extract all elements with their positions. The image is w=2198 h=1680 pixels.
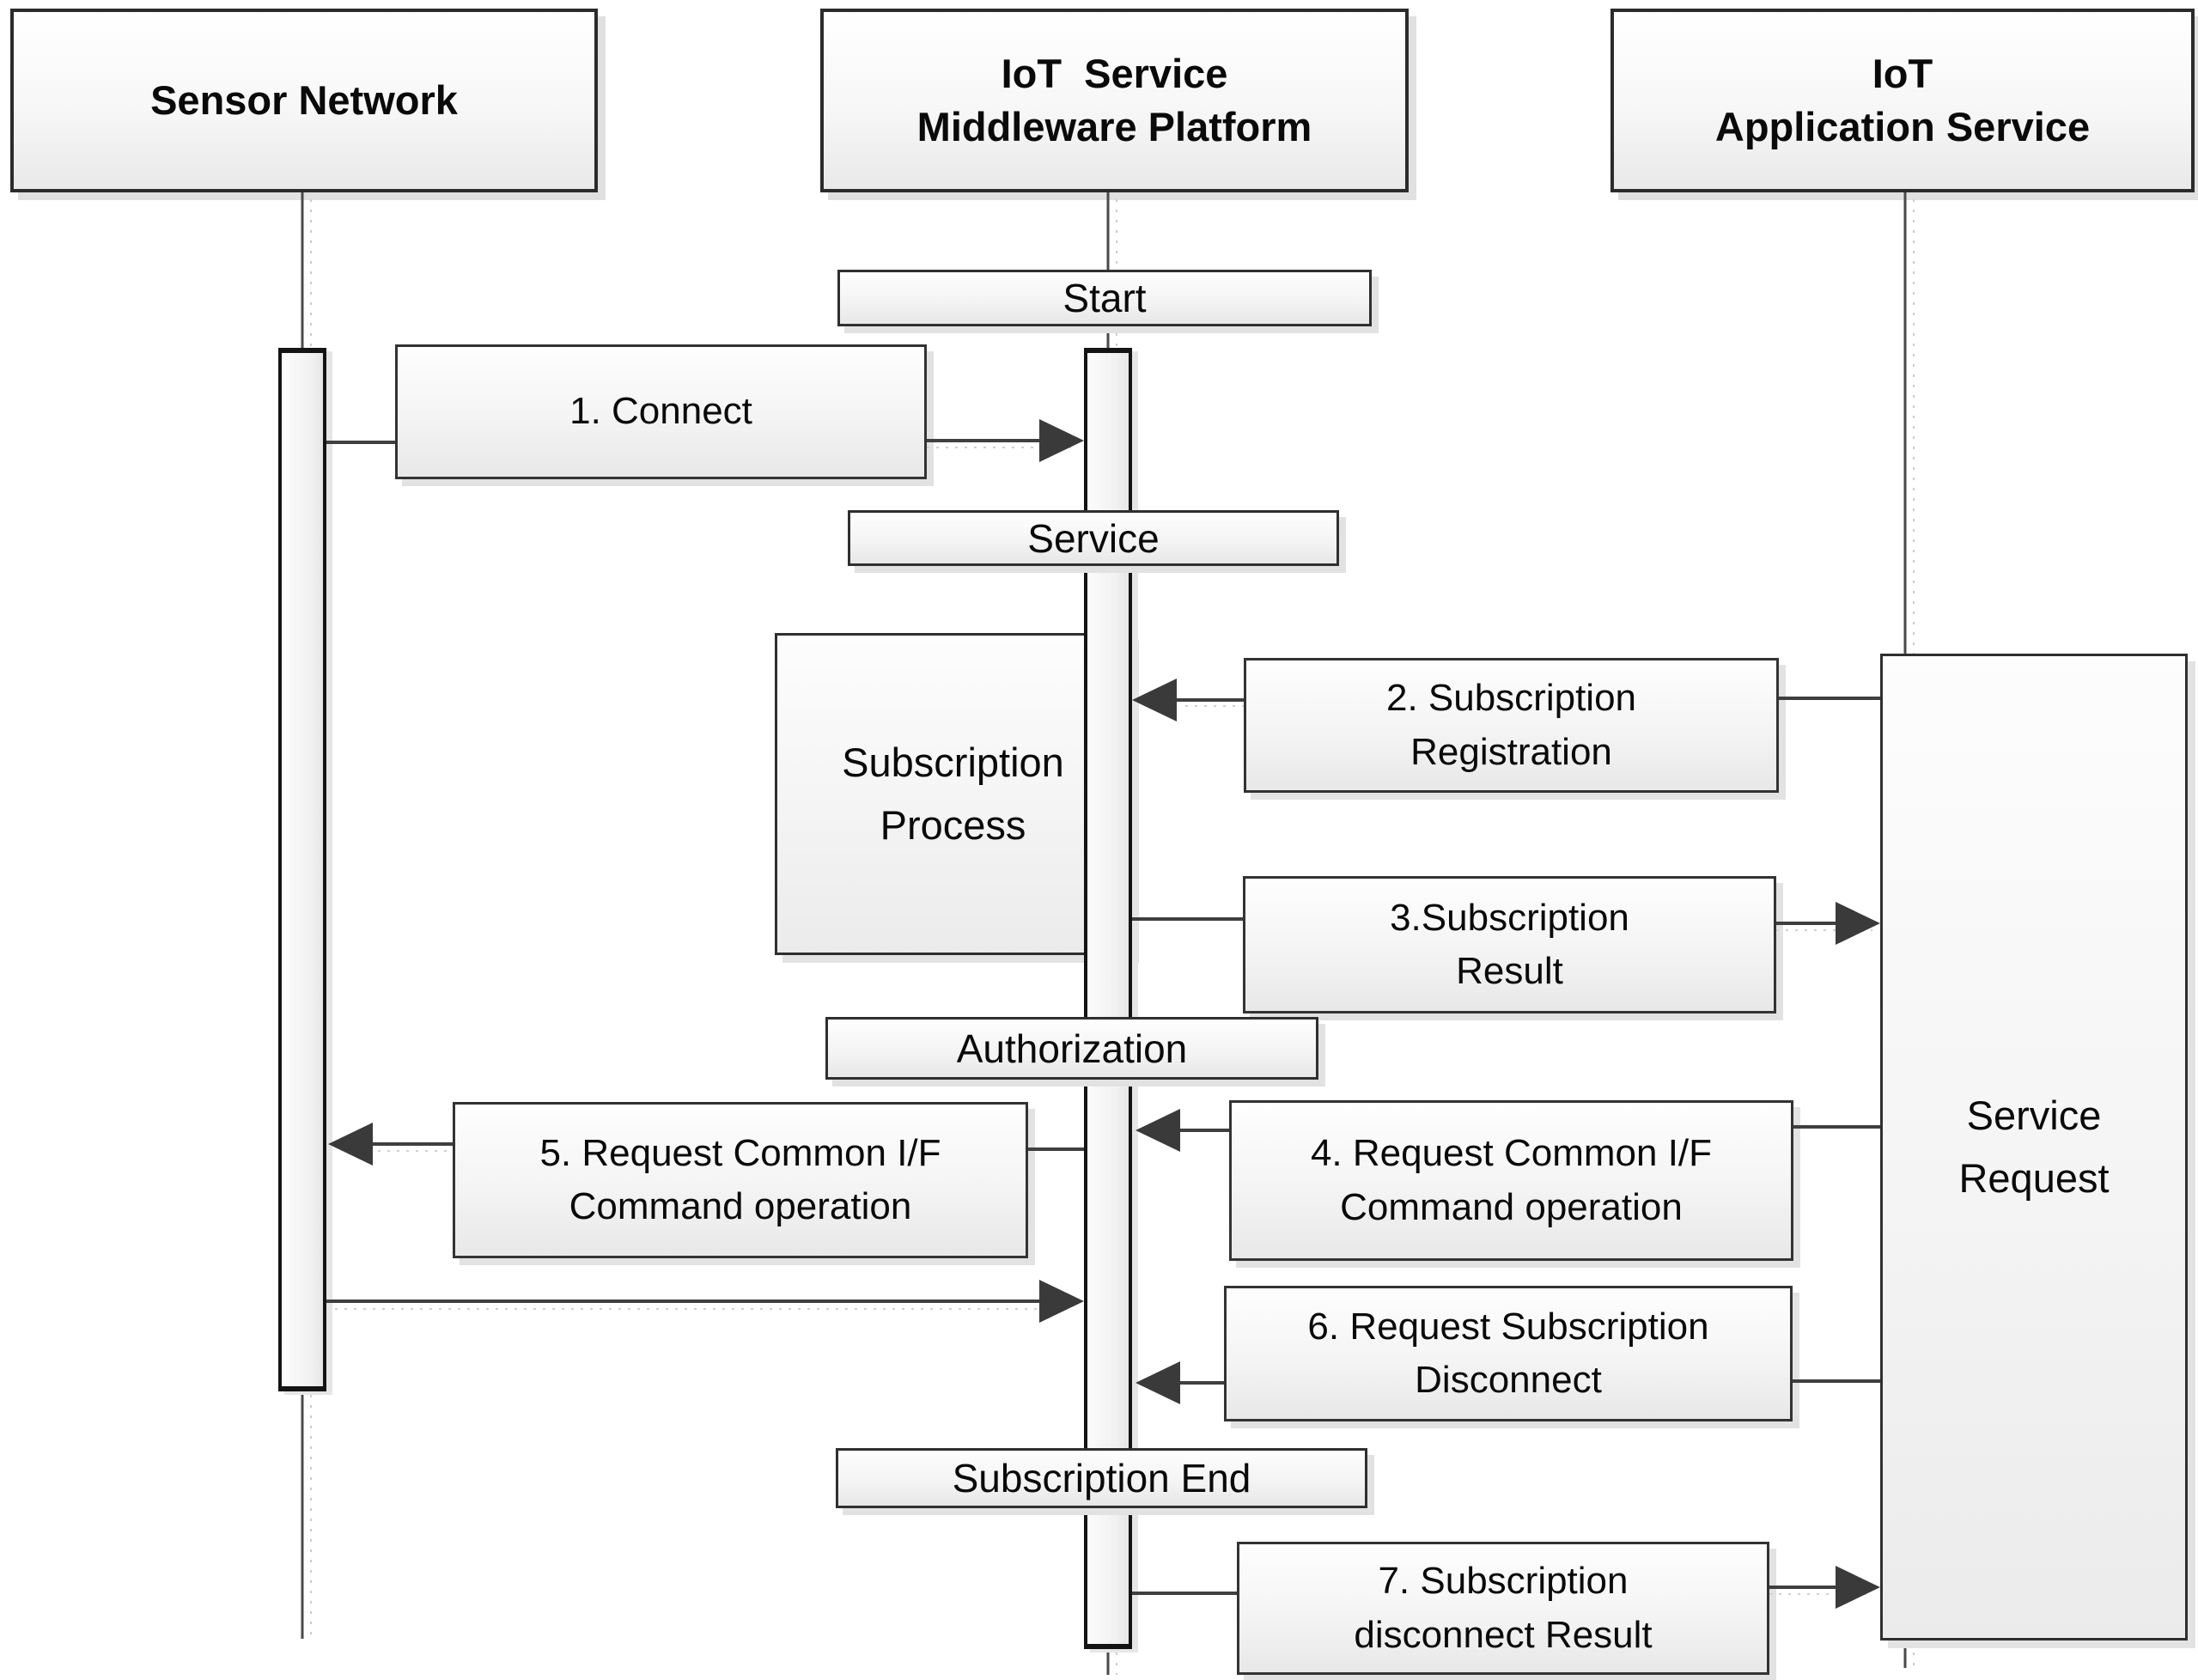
- message-7-arrowhead-right-icon: [1836, 1566, 1880, 1609]
- message-4-arrowhead-left-icon: [1136, 1109, 1180, 1152]
- service-banner: Service: [848, 510, 1339, 566]
- message-1-arrowhead-right-icon: [1039, 419, 1084, 462]
- actor-iot-middleware: IoT Service Middleware Platform: [820, 9, 1409, 192]
- sensor-activation-bar: [278, 348, 326, 1391]
- message-2-subscription-registration-box: 2. Subscription Registration: [1244, 658, 1779, 793]
- message-2-arrowhead-left-icon: [1132, 679, 1177, 721]
- authorization-banner: Authorization: [825, 1017, 1318, 1080]
- sensor-to-middleware-arrowhead-right-icon: [1039, 1280, 1084, 1323]
- service-request-box: Service Request: [1880, 654, 2188, 1640]
- message-3-subscription-result-box: 3.Subscription Result: [1243, 876, 1776, 1013]
- message-6-request-subscription-disconnect-box: 6. Request Subscription Disconnect: [1224, 1286, 1793, 1421]
- start-banner: Start: [837, 270, 1372, 326]
- message-6-arrowhead-left-icon: [1136, 1361, 1180, 1404]
- message-7-subscription-disconnect-result-box: 7. Subscription disconnect Result: [1237, 1542, 1769, 1675]
- message-1-connect-box: 1. Connect: [395, 344, 927, 479]
- message-5-request-common-if-box: 5. Request Common I/F Command operation: [453, 1102, 1028, 1258]
- subscription-process-box: Subscription Process: [775, 633, 1131, 955]
- actor-sensor-network: Sensor Network: [10, 9, 598, 192]
- message-4-request-common-if-box: 4. Request Common I/F Command operation: [1229, 1100, 1793, 1261]
- message-3-arrowhead-right-icon: [1836, 902, 1880, 945]
- message-5-arrowhead-left-icon: [328, 1123, 373, 1166]
- subscription-end-banner: Subscription End: [836, 1448, 1367, 1508]
- actor-iot-application: IoT Application Service: [1610, 9, 2195, 192]
